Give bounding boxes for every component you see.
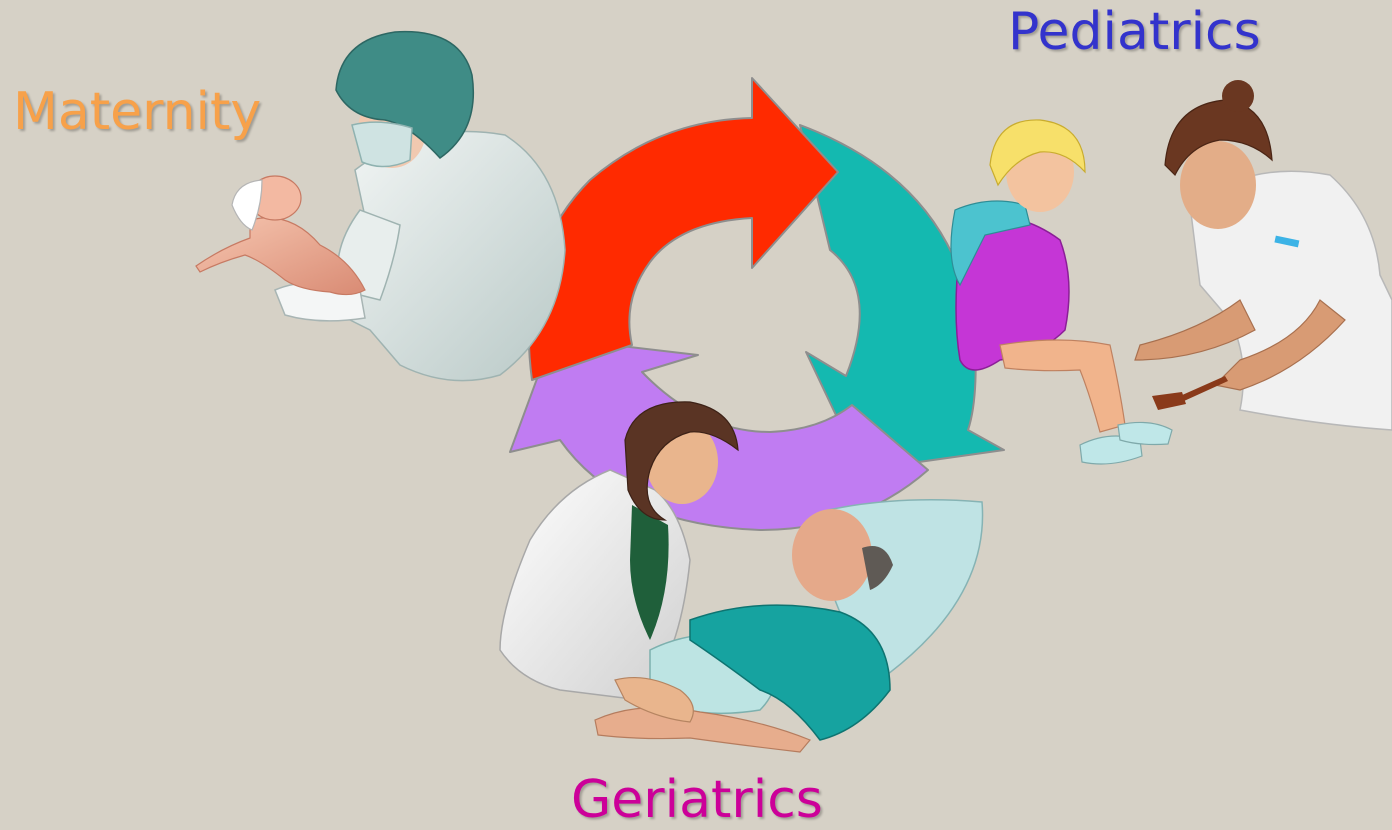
nurse-face xyxy=(1180,141,1256,229)
nurse-examining-child-reflex-illustration xyxy=(951,80,1392,464)
patient-head xyxy=(792,509,872,601)
surgeon-mask xyxy=(352,122,412,166)
cycle-icon xyxy=(510,78,1004,530)
cycle-arrow-red xyxy=(529,78,838,380)
child-shoe-2 xyxy=(1118,422,1172,444)
nurse-arm xyxy=(1135,300,1255,360)
geriatrics-label: Geriatrics xyxy=(571,774,823,826)
reflex-hammer xyxy=(1152,376,1228,410)
child-legs xyxy=(1000,340,1125,432)
nurse-hair-bun xyxy=(1222,80,1254,112)
maternity-label: Maternity xyxy=(13,86,261,138)
pediatrics-label: Pediatrics xyxy=(1008,6,1261,58)
patient-arm xyxy=(595,708,810,753)
